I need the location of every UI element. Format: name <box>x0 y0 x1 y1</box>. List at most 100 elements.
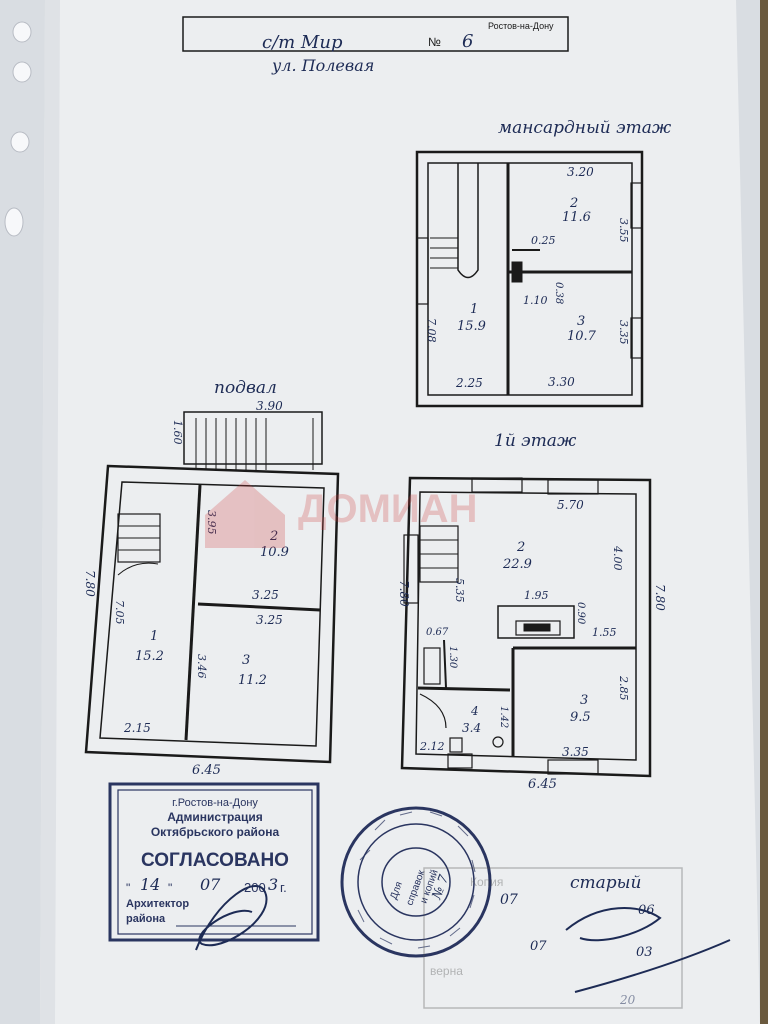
first-floor-bottom-right: 3.35 <box>562 745 589 759</box>
basement-room3-side: 3.46 <box>195 654 208 679</box>
mansard-room2-side: 3.55 <box>617 218 630 243</box>
mansard-room3-area: 10.7 <box>567 329 597 344</box>
basement-bottom-left: 2.15 <box>123 721 151 735</box>
bottom-word: старый <box>570 873 641 893</box>
basement-stair-height: 1.60 <box>171 420 184 445</box>
approval-city: г.Ростов-на-Дону <box>172 797 258 809</box>
first-floor-dim-090: 0.90 <box>575 602 586 625</box>
bottom-num1: 07 <box>500 892 518 908</box>
svg-text:": " <box>168 881 172 895</box>
first-floor-room3-label: 3 <box>580 693 588 708</box>
basement-bottom-total: 6.45 <box>192 763 221 778</box>
basement-room2-width: 3.25 <box>252 588 279 602</box>
first-floor-room4-area: 3.4 <box>462 721 481 735</box>
approval-org1: Администрация <box>167 810 262 824</box>
first-floor-right-side: 7.80 <box>653 584 667 611</box>
mansard-bottom-right: 3.30 <box>548 375 575 389</box>
first-floor-room3-side: 2.85 <box>617 675 630 701</box>
approval-role2: района <box>126 913 166 925</box>
first-floor-dim-067: 0.67 <box>426 627 449 638</box>
mansard-floor-plan: мансардный этаж <box>415 118 672 408</box>
basement-room3-area: 11.2 <box>238 673 267 688</box>
basement-title: подвал <box>214 378 277 398</box>
architect-signature-icon <box>195 885 268 951</box>
mansard-room3-side: 3.35 <box>617 320 630 345</box>
first-floor-top-width: 5.70 <box>557 498 584 512</box>
basement-room2-side: 3.95 <box>205 510 218 535</box>
header-district: с/т Мир <box>262 32 343 53</box>
first-floor-room2-inner: 5.35 <box>453 578 466 603</box>
first-floor-dim-155: 1.55 <box>592 626 617 639</box>
mansard-room1-area: 15.9 <box>457 319 486 334</box>
first-floor-title: 1й этаж <box>494 431 577 451</box>
mansard-left-side: 7.08 <box>425 318 438 343</box>
approval-year-prefix: 200 <box>244 880 266 895</box>
bottom-num3: 07 <box>530 939 547 954</box>
first-floor-dim-130: 1.30 <box>447 646 458 669</box>
third-signature-icon <box>574 939 731 993</box>
basement-top-width: 3.90 <box>256 399 283 413</box>
basement-room2-area: 10.9 <box>260 545 289 560</box>
watermark-logo-icon <box>205 480 285 548</box>
mansard-title: мансардный этаж <box>498 118 672 138</box>
mansard-room2-area: 11.6 <box>562 210 591 225</box>
first-floor-plan: 1й этаж <box>400 431 652 778</box>
first-floor-dim-195: 1.95 <box>524 589 549 602</box>
faded-stamp: Копия верна <box>423 867 683 1009</box>
paper-sheet <box>40 0 760 1024</box>
header-number: 6 <box>462 31 473 52</box>
first-floor-bottom-left: 2.12 <box>419 740 445 753</box>
watermark-brand: ДОМИАН <box>298 487 477 531</box>
first-floor-room3-area: 9.5 <box>570 710 591 725</box>
watermark: ДОМИАН <box>205 480 477 548</box>
approval-year-unit: г. <box>280 880 287 895</box>
svg-text:": " <box>126 881 130 895</box>
approval-month: 07 <box>200 875 221 894</box>
faded-text-1: Копия <box>470 875 503 889</box>
mansard-top-width: 3.20 <box>567 165 594 179</box>
first-floor-labels: 5.70 7.80 7.80 2 22.9 4.00 5.35 1.95 0.9… <box>397 498 667 792</box>
basement-room3-label: 3 <box>242 653 250 668</box>
header-street: ул. Полевая <box>271 56 374 75</box>
faded-text-2: верна <box>430 964 463 978</box>
second-signature-icon <box>565 907 662 942</box>
approval-role1: Архитектор <box>126 898 189 910</box>
mansard-room1-label: 1 <box>470 302 478 317</box>
header-box: с/т Мир № 6 Ростов-на-Дону ул. Полевая <box>182 16 569 75</box>
approval-status: СОГЛАСОВАНО <box>141 850 289 871</box>
first-floor-room4-label: 4 <box>470 704 479 718</box>
first-floor-room2-area: 22.9 <box>502 557 532 572</box>
approval-stamp: г.Ростов-на-Дону Администрация Октябрьск… <box>108 782 320 942</box>
mansard-labels: 3.20 2 11.6 3.55 0.25 1.10 0.38 1 15.9 7… <box>425 165 630 390</box>
header-city: Ростов-на-Дону <box>488 21 554 31</box>
first-floor-left-side: 7.80 <box>397 580 411 607</box>
approval-year-suffix: 3 <box>268 875 278 894</box>
basement-room1-side: 7.05 <box>113 600 126 625</box>
basement-room2-label: 2 <box>269 529 278 544</box>
basement-labels: 3.90 1.60 7.80 7.05 1 15.2 2 10.9 3.95 3… <box>83 399 289 778</box>
approval-org2: Октябрьского района <box>151 825 280 839</box>
basement-room3-width: 3.25 <box>256 613 283 627</box>
first-floor-room4-side: 1.42 <box>498 706 509 728</box>
mansard-corridor-a: 0.25 <box>531 234 556 247</box>
bottom-right-handwriting: старый 07 06 07 03 20 <box>500 873 731 1007</box>
first-floor-room2-side: 4.00 <box>611 545 624 571</box>
mansard-corridor-b: 1.10 <box>523 294 548 307</box>
mansard-bottom-left: 2.25 <box>455 376 483 390</box>
basement-floor-plan: подвал <box>84 378 340 764</box>
mansard-room2-label: 2 <box>569 196 578 211</box>
header-no-label: № <box>428 35 441 49</box>
first-floor-bottom-total: 6.45 <box>528 777 557 792</box>
bottom-num4: 03 <box>636 945 653 960</box>
mansard-corridor-c: 0.38 <box>553 282 564 304</box>
basement-room1-area: 15.2 <box>135 649 164 664</box>
first-floor-room2-label: 2 <box>516 540 525 555</box>
paper-shadow <box>40 0 60 1024</box>
mansard-room3-label: 3 <box>577 314 585 329</box>
basement-room1-label: 1 <box>150 629 158 644</box>
bottom-num5: 20 <box>619 993 636 1007</box>
approval-day: 14 <box>140 875 160 894</box>
punch-holes <box>4 21 32 237</box>
basement-outer-side: 7.80 <box>83 570 97 597</box>
